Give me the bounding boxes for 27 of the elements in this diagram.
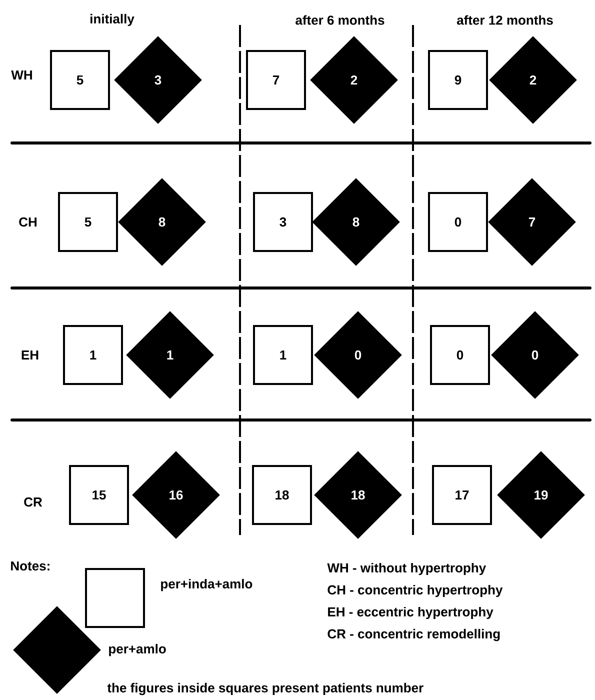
count-square: 1	[253, 325, 313, 385]
footnote: the figures inside squares present patients number	[107, 682, 424, 696]
count-square: 0	[430, 325, 490, 385]
count-square: 5	[58, 192, 118, 252]
abbreviation-note: CR - concentric remodelling	[328, 628, 500, 642]
row-label: CR	[24, 497, 42, 507]
count-square: 17	[432, 465, 492, 525]
abbreviation-note: CH - concentric hypertrophy	[328, 584, 503, 598]
column-header: initially	[90, 14, 134, 26]
count-square: 7	[246, 50, 306, 110]
abbreviation-note: EH - eccentric hypertrophy	[328, 606, 494, 620]
column-header: after 12 months	[456, 15, 553, 25]
notes-heading: Notes:	[11, 561, 50, 571]
row-label: EH	[22, 350, 38, 360]
count-square: 15	[69, 465, 129, 525]
legend-label: per+inda+amlo	[161, 578, 252, 592]
column-header: after 6 months	[296, 15, 384, 25]
count-square: 18	[252, 465, 312, 525]
count-square: 9	[428, 50, 488, 110]
legend-label: per+amlo	[109, 644, 166, 656]
count-square: 0	[428, 192, 488, 252]
row-label: CH	[19, 217, 37, 227]
count-square: 5	[50, 50, 110, 110]
row-label: WH	[11, 70, 32, 80]
count-square: 3	[253, 192, 313, 252]
abbreviation-note: WH - without hypertrophy	[327, 562, 486, 576]
count-square: 1	[63, 325, 123, 385]
